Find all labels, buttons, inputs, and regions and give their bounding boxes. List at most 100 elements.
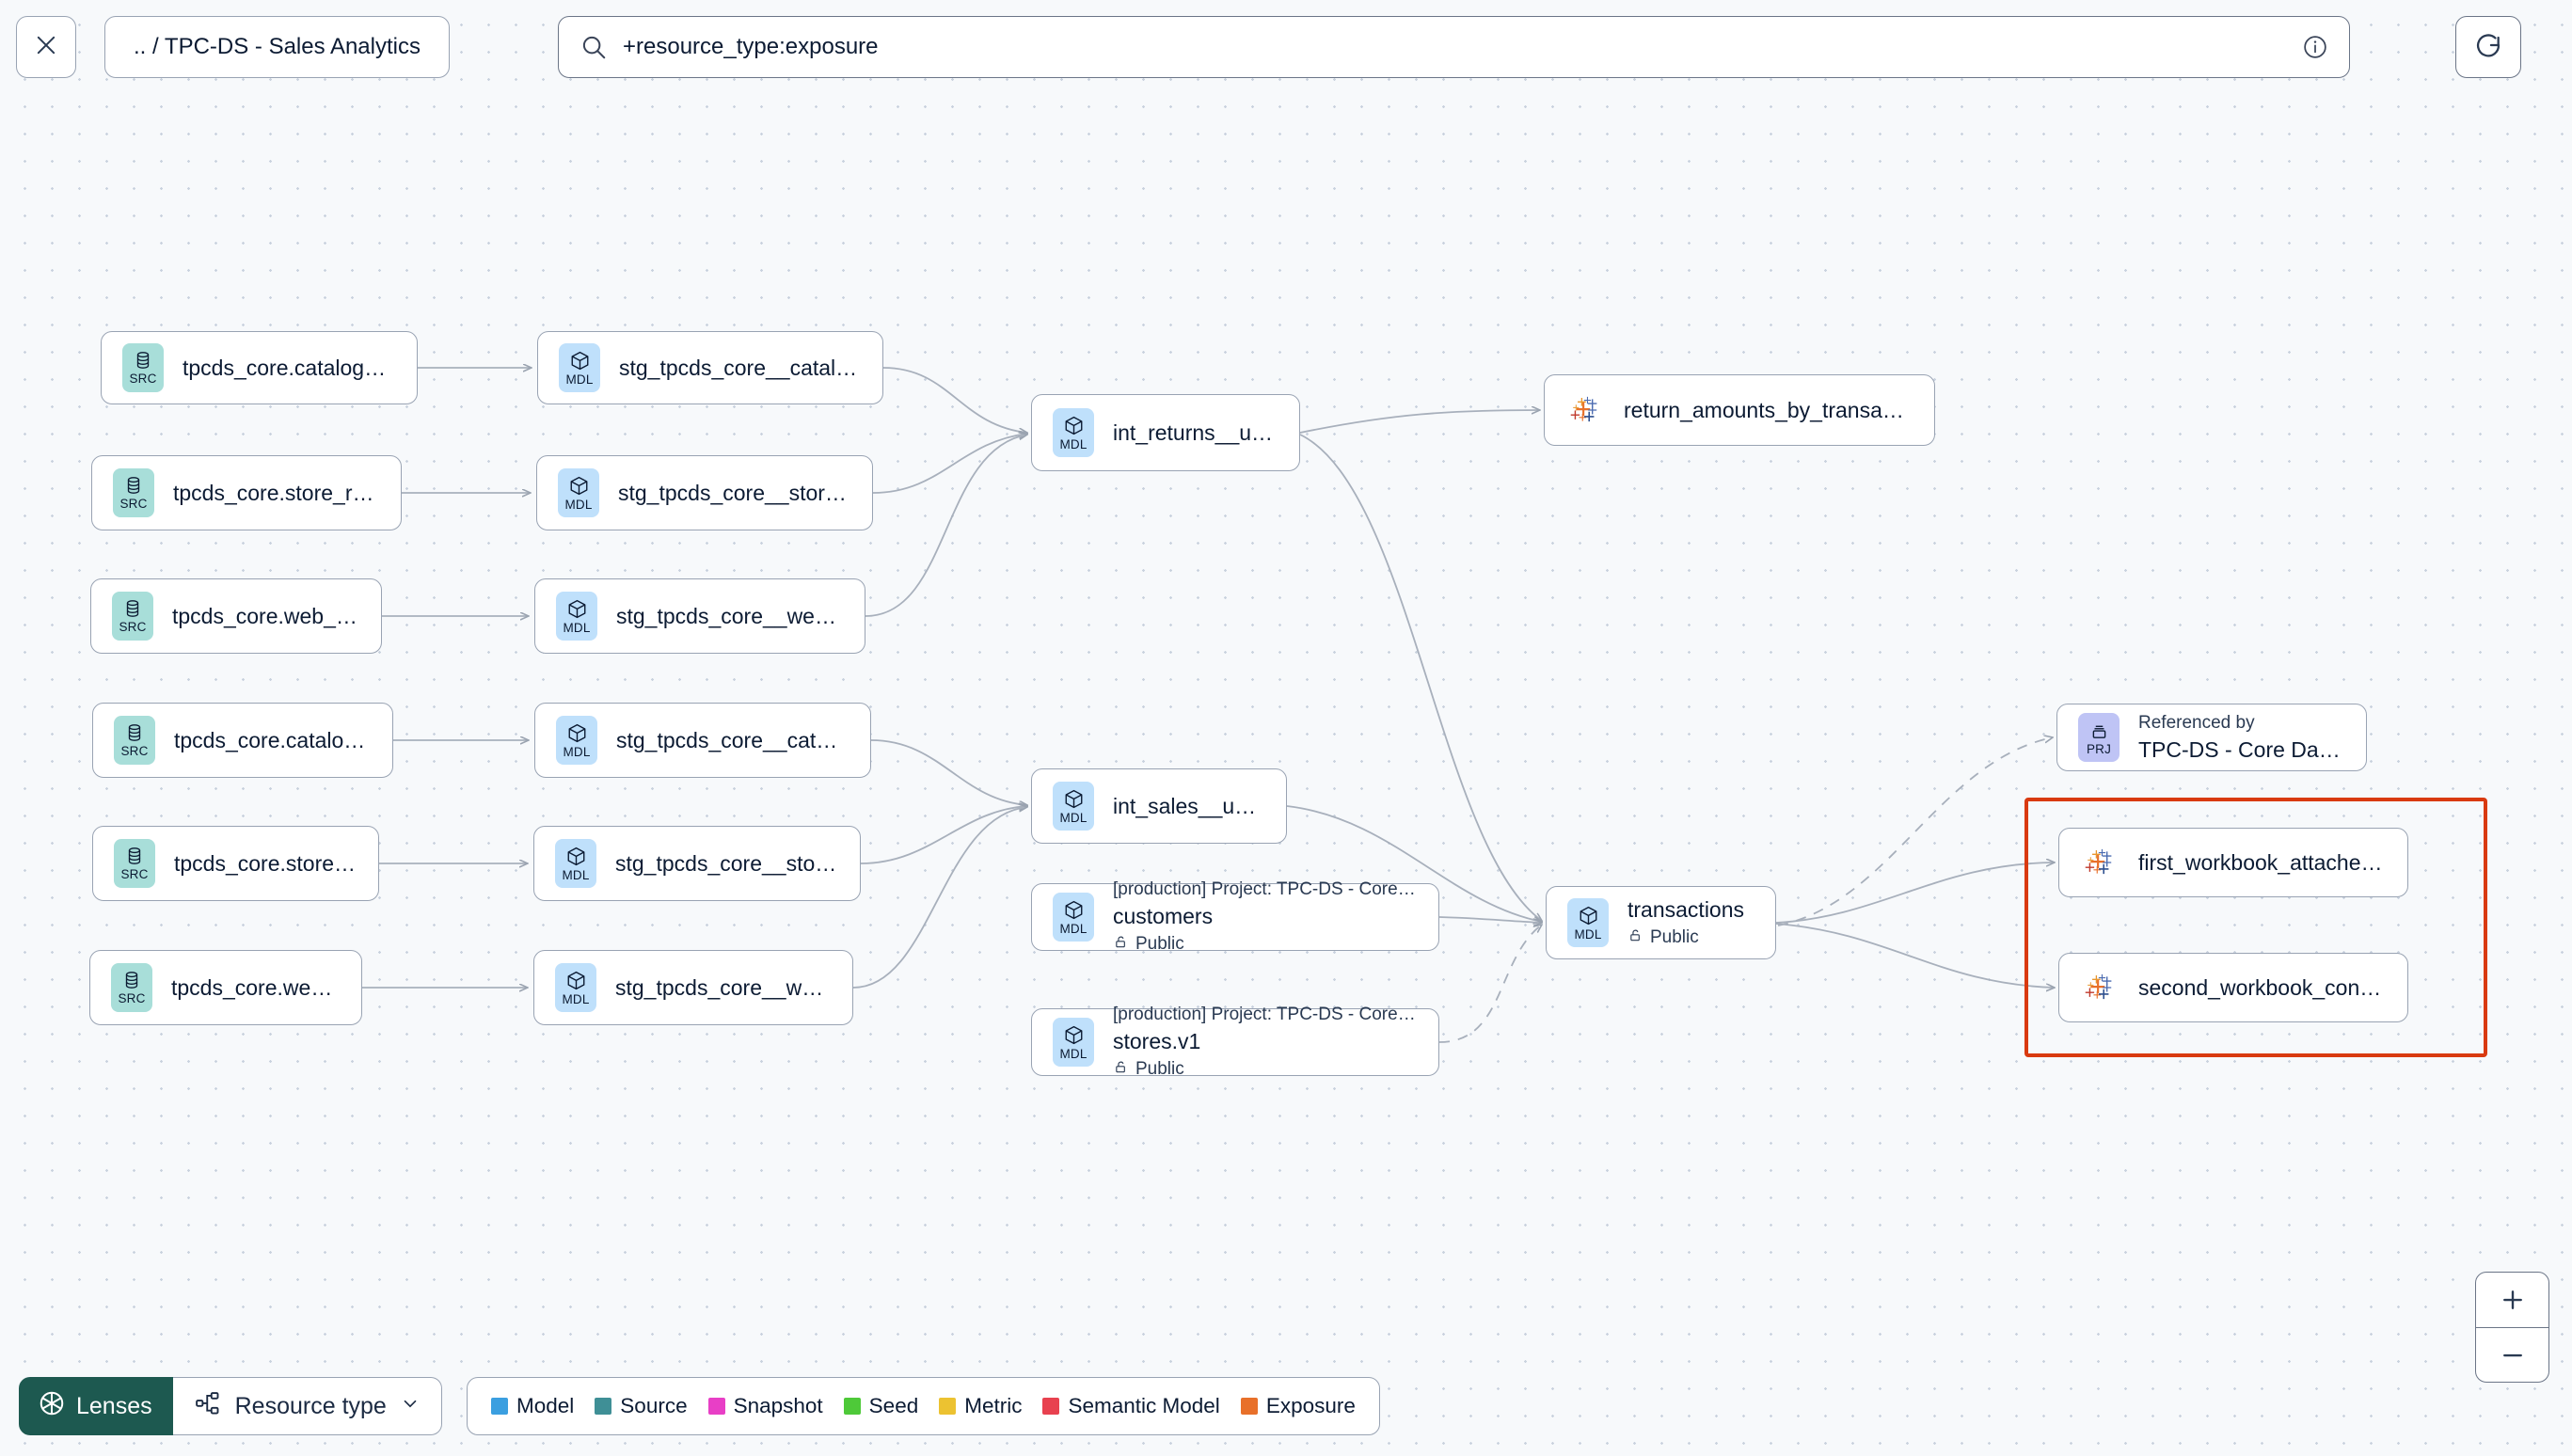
lineage-node-project_ref[interactable]: PRJ Referenced by TPC-DS - Core Data Model… — [2056, 704, 2367, 771]
node-title: stg_tpcds_core__catalog_returns — [619, 355, 862, 380]
lineage-node-stores_v1[interactable]: MDL [production] Project: TPC-DS - Core D… — [1031, 1004, 1439, 1079]
model-badge-icon: MDL — [556, 716, 597, 765]
node-title: stg_tpcds_core__store_sales — [615, 850, 839, 876]
source-badge-icon: SRC — [113, 468, 154, 517]
legend-item-metric[interactable]: Metric — [939, 1394, 1022, 1418]
refresh-icon — [2473, 30, 2503, 65]
chevron-down-icon — [400, 1393, 421, 1420]
node-body: tpcds_core.store_sales — [174, 851, 357, 877]
node-body: stg_tpcds_core__store_returns — [618, 481, 851, 506]
search-bar[interactable]: +resource_type:exposure — [558, 16, 2350, 78]
node-title: TPC-DS - Core Data Models — [2138, 736, 2345, 762]
legend-item-model[interactable]: Model — [491, 1394, 574, 1418]
node-title: stg_tpcds_core__store_returns — [618, 480, 851, 505]
node-body: tpcds_core.store_returns — [173, 481, 380, 506]
legend-item-source[interactable]: Source — [595, 1394, 688, 1418]
node-subtitle: Referenced by — [2138, 712, 2255, 733]
lineage-node-stg_web_returns[interactable]: MDL stg_tpcds_core__web_returns — [534, 578, 865, 654]
legend-swatch — [491, 1398, 508, 1415]
model-badge-icon: MDL — [1053, 893, 1094, 942]
resource-type-dropdown[interactable]: Resource type — [172, 1377, 442, 1435]
lineage-node-customers[interactable]: MDL [production] Project: TPC-DS - Core D… — [1031, 879, 1439, 954]
node-visibility-label: Public — [1135, 934, 1184, 954]
node-visibility: Public — [1627, 927, 1754, 949]
search-input[interactable]: +resource_type:exposure — [623, 34, 879, 59]
node-body: stg_tpcds_core__catalog_sales — [616, 728, 849, 753]
close-button[interactable] — [16, 16, 76, 78]
node-subtitle: [production] Project: TPC-DS - Core Data… — [1113, 878, 1418, 899]
breadcrumb[interactable]: .. / TPC-DS - Sales Analytics — [104, 16, 450, 78]
lens-control-group: Lenses Resource type — [19, 1377, 442, 1435]
top-toolbar: .. / TPC-DS - Sales Analytics +resource_… — [0, 0, 2572, 109]
model-badge-icon: MDL — [555, 963, 596, 1012]
node-title: stg_tpcds_core__web_sales — [615, 974, 832, 1000]
lineage-node-stg_catalog_sales[interactable]: MDL stg_tpcds_core__catalog_sales — [534, 703, 871, 778]
lineage-node-stg_web_sales[interactable]: MDL stg_tpcds_core__web_sales — [533, 950, 853, 1025]
node-body: stg_tpcds_core__catalog_returns — [619, 356, 862, 381]
node-body: stg_tpcds_core__web_returns — [616, 604, 844, 629]
lineage-node-transactions[interactable]: MDL transactions Public — [1546, 886, 1776, 959]
node-body: int_returns__unioned — [1113, 420, 1278, 446]
lineage-node-return_amounts[interactable]: return_amounts_by_transaction_type — [1544, 374, 1935, 446]
tableau-exposure-icon — [2080, 969, 2118, 1006]
legend-swatch — [1042, 1398, 1060, 1415]
resource-type-legend: Model Source Snapshot Seed Metric Semant… — [467, 1377, 1380, 1435]
node-title: customers — [1113, 903, 1214, 928]
node-body: return_amounts_by_transaction_type — [1624, 398, 1913, 423]
legend-label: Metric — [964, 1394, 1023, 1417]
tableau-exposure-icon — [2080, 844, 2118, 881]
node-visibility-label: Public — [1650, 927, 1699, 947]
legend-item-exposure[interactable]: Exposure — [1240, 1394, 1356, 1418]
lens-icon — [38, 1389, 66, 1424]
node-body: second_workbook_connected_to_live… — [2138, 975, 2387, 1001]
node-title: tpcds_core.catalog_returns — [183, 355, 396, 380]
model-badge-icon: MDL — [556, 592, 597, 641]
zoom-out-button[interactable] — [2476, 1327, 2548, 1382]
unlock-icon — [1113, 934, 1129, 956]
legend-label: Model — [516, 1394, 575, 1417]
lineage-node-src_store_returns[interactable]: SRC tpcds_core.store_returns — [91, 455, 402, 530]
legend-item-snapshot[interactable]: Snapshot — [707, 1394, 823, 1418]
refresh-button[interactable] — [2455, 16, 2521, 78]
zoom-in-button[interactable] — [2476, 1273, 2548, 1327]
bottom-toolbar: Lenses Resource type — [0, 1353, 2572, 1456]
node-body: transactions Public — [1627, 897, 1754, 949]
legend-item-semantic-model[interactable]: Semantic Model — [1042, 1394, 1220, 1418]
legend-item-seed[interactable]: Seed — [843, 1394, 919, 1418]
lenses-button[interactable]: Lenses — [19, 1377, 173, 1435]
source-badge-icon: SRC — [114, 716, 155, 765]
project-badge-icon: PRJ — [2078, 713, 2120, 762]
node-title: int_returns__unioned — [1113, 419, 1278, 445]
model-badge-icon: MDL — [1567, 898, 1609, 947]
resource-type-label: Resource type — [234, 1392, 387, 1419]
node-body: [production] Project: TPC-DS - Core Data… — [1113, 879, 1418, 956]
node-title: tpcds_core.store_returns — [173, 480, 380, 505]
lineage-node-stg_store_returns[interactable]: MDL stg_tpcds_core__store_returns — [536, 455, 873, 530]
lineage-node-src_web_sales[interactable]: SRC tpcds_core.web_sales — [89, 950, 362, 1025]
node-visibility: Public — [1113, 934, 1418, 956]
node-title: stg_tpcds_core__catalog_sales — [616, 727, 849, 752]
model-badge-icon: MDL — [559, 343, 600, 392]
lineage-node-stg_catalog_returns[interactable]: MDL stg_tpcds_core__catalog_returns — [537, 331, 883, 404]
node-subtitle: [production] Project: TPC-DS - Core Data… — [1113, 1004, 1418, 1024]
node-visibility-label: Public — [1135, 1059, 1184, 1079]
legend-label: Seed — [868, 1394, 919, 1417]
legend-label: Source — [620, 1394, 688, 1417]
lineage-node-first_workbook[interactable]: first_workbook_attached_to_tpc-ds_-_… — [2058, 828, 2408, 897]
node-title: tpcds_core.web_sales — [171, 974, 341, 1000]
model-badge-icon: MDL — [558, 468, 599, 517]
source-badge-icon: SRC — [111, 963, 152, 1012]
info-icon[interactable] — [2302, 34, 2328, 60]
legend-swatch — [939, 1398, 957, 1415]
lineage-node-second_workbook[interactable]: second_workbook_connected_to_live… — [2058, 953, 2408, 1022]
legend-label: Snapshot — [733, 1394, 823, 1417]
model-badge-icon: MDL — [1053, 1018, 1094, 1067]
minus-icon — [2499, 1341, 2527, 1369]
